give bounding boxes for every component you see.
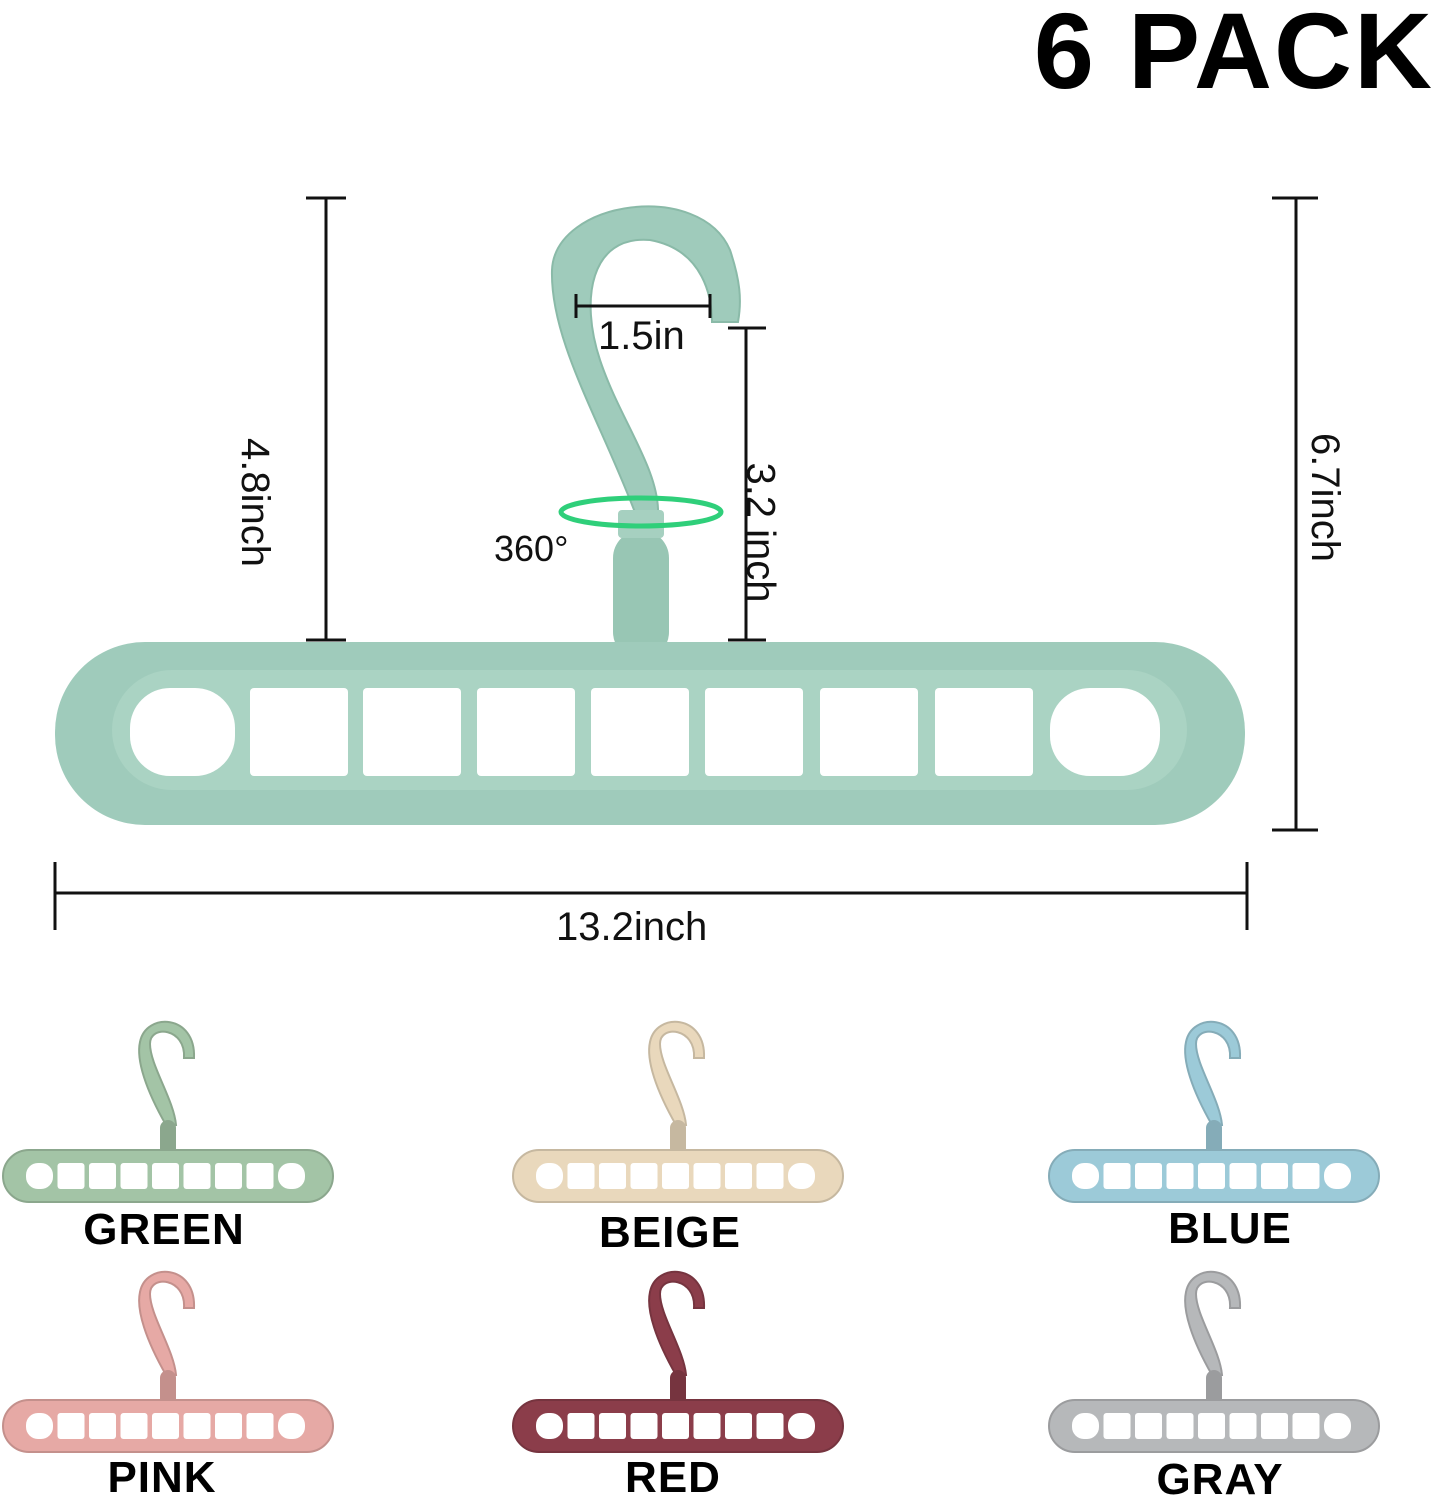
variant-label-green: GREEN [83, 1205, 245, 1254]
main-hanger-neck [613, 530, 669, 660]
variant-hanger-green [2, 1020, 334, 1203]
variant-label-blue: BLUE [1168, 1204, 1292, 1253]
variant-hanger-gray [1048, 1270, 1380, 1453]
pack-headline: 6 PACK [1033, 0, 1434, 111]
variant-label-red: RED [625, 1453, 721, 1502]
variant-hanger-beige [512, 1020, 844, 1203]
total-height-label: 6.7inch [1302, 433, 1347, 562]
main-hanger-holes [130, 688, 1160, 776]
hook-opening-label: 1.5in [598, 314, 685, 358]
rotation-label: 360° [494, 528, 569, 569]
variant-label-gray: GRAY [1156, 1455, 1284, 1504]
hook-height-label: 3.2 inch [738, 462, 783, 603]
main-hanger-hook [550, 205, 741, 516]
variant-hanger-blue [1048, 1020, 1380, 1203]
width-label: 13.2inch [556, 905, 708, 949]
left-height-label: 4.8inch [232, 438, 277, 567]
variant-label-beige: BEIGE [599, 1208, 741, 1257]
variant-label-pink: PINK [107, 1453, 217, 1502]
rotation-arrow-icon [558, 495, 724, 529]
variant-hanger-red [512, 1270, 844, 1453]
variant-hanger-pink [2, 1270, 334, 1453]
